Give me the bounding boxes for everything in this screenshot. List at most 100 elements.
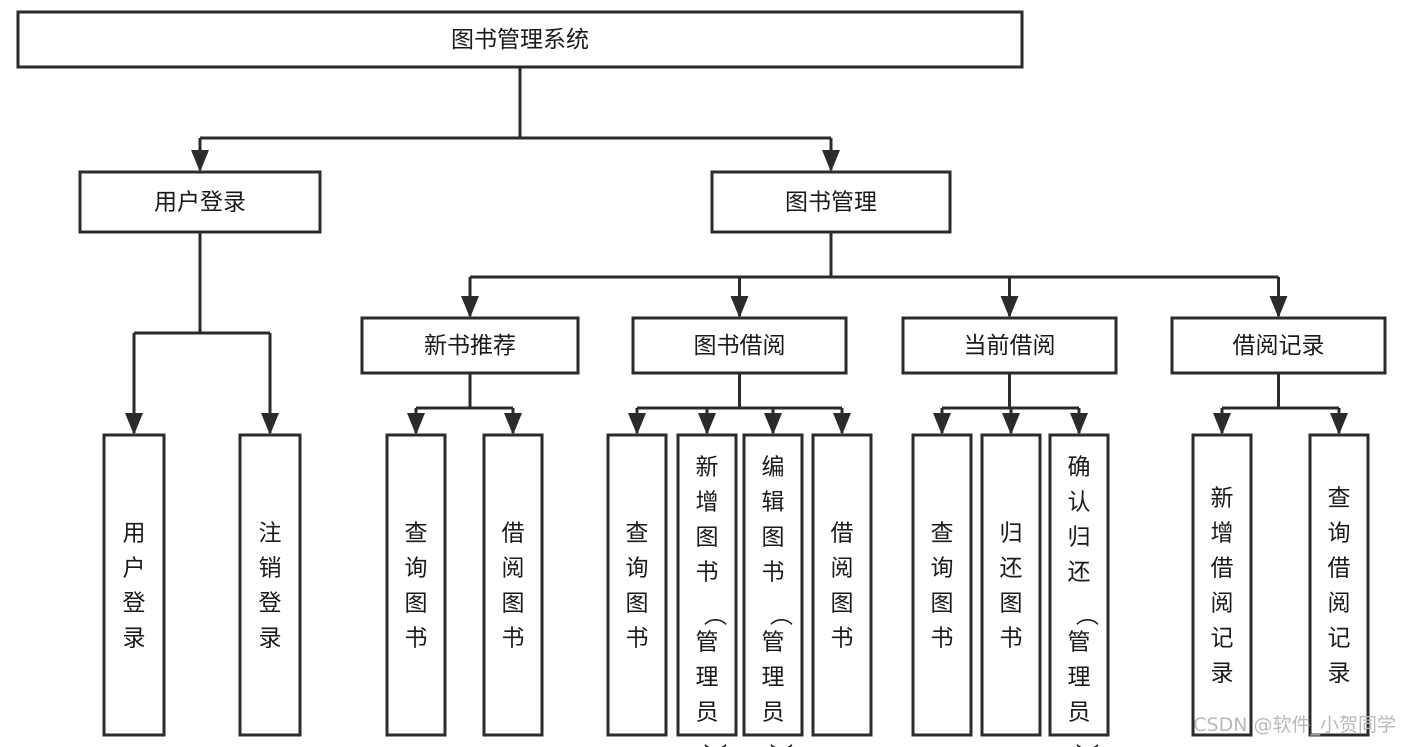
node-leaf-confirm-return-label-char: 理 [1068, 665, 1091, 691]
node-leaf-edit-book-label-char: ） [767, 743, 793, 747]
arrow-to-leaf-confirm-return [1070, 413, 1088, 435]
arrow-to-leaf-borrow-book [833, 413, 851, 435]
node-book-borrow[interactable]: 图书借阅 [631, 316, 848, 375]
node-book-manage[interactable]: 图书管理 [710, 170, 952, 234]
node-borrow-record-box[interactable] [1170, 316, 1387, 375]
node-leaf-query-book-new-label-char: 查 [405, 521, 428, 547]
node-leaf-logout-box[interactable] [238, 433, 302, 737]
node-leaf-borrow-book-label-char: 阅 [831, 556, 854, 582]
node-leaf-confirm-return-box[interactable] [1048, 433, 1110, 737]
node-leaf-user-login-label-char: 用 [123, 521, 146, 547]
node-leaf-add-record-label-char: 增 [1211, 521, 1234, 547]
node-new-book-recommend-box[interactable] [360, 316, 580, 375]
node-leaf-confirm-return-label-char: 还 [1068, 560, 1091, 586]
node-leaf-add-record-label-char: 新 [1211, 486, 1234, 512]
node-leaf-query-record-label-char: 借 [1328, 556, 1351, 582]
node-leaf-borrow-book-new-label-char: 图 [502, 591, 525, 617]
node-leaf-query-book-current-label-char: 图 [931, 591, 954, 617]
node-leaf-add-book-label-char: 新 [696, 455, 719, 481]
node-leaf-borrow-book-label-char: 图 [831, 591, 854, 617]
node-leaf-edit-book-label-char: 辑 [762, 490, 785, 516]
node-leaf-query-book-borrow-label-char: 询 [626, 556, 649, 582]
node-leaf-query-book-borrow-label-char: 图 [626, 591, 649, 617]
arrow-to-level3-3 [1269, 296, 1288, 318]
node-leaf-return-book-box[interactable] [980, 433, 1042, 737]
node-leaf-user-login-label-char: 户 [123, 556, 146, 582]
node-leaf-user-login-box[interactable] [102, 433, 166, 737]
node-leaf-add-record-label-char: 阅 [1211, 591, 1234, 617]
node-leaf-query-record-box[interactable] [1308, 433, 1370, 737]
node-new-book-recommend-label: 新书推荐 [424, 333, 516, 359]
node-book-manage-box[interactable] [710, 170, 952, 234]
node-leaf-confirm-return-label-char: 管 [1068, 630, 1091, 656]
node-borrow-record[interactable]: 借阅记录 [1170, 316, 1387, 375]
node-user-login-label: 用户登录 [154, 190, 246, 216]
arrow-to-leaf-borrow-book-new [504, 413, 522, 435]
node-leaf-add-book-label-char: 图 [696, 525, 719, 551]
arrow-to-level3-0 [461, 296, 479, 318]
node-leaf-add-book-label-char: 理 [696, 665, 719, 691]
node-leaf-edit-book-box[interactable] [742, 433, 804, 737]
node-leaf-add-book-label-char: 管 [696, 630, 719, 656]
node-leaf-query-book-current-box[interactable] [911, 433, 973, 737]
node-leaf-query-book-new-box[interactable] [385, 433, 447, 737]
node-leaf-confirm-return-label-char: （ [1073, 603, 1099, 626]
node-root-box[interactable] [16, 10, 1024, 69]
node-current-borrow-box[interactable] [901, 316, 1118, 375]
node-leaf-borrow-book-box[interactable] [811, 433, 873, 737]
arrow-to-leaf-query-book-new [407, 413, 425, 435]
node-leaf-confirm-return-label-char: ） [1073, 743, 1099, 747]
node-root[interactable]: 图书管理系统 [16, 10, 1024, 69]
node-book-borrow-box[interactable] [631, 316, 848, 375]
arrow-to-leaf-query-book-borrow [628, 413, 646, 435]
node-leaf-logout-label-char: 注 [259, 521, 282, 547]
node-leaf-add-record-box[interactable] [1191, 433, 1253, 737]
node-leaf-add-book-label-char: 员 [696, 700, 719, 726]
arrow-to-leaf-user-login [125, 413, 143, 435]
arrow-to-leaf-return-book [1002, 413, 1020, 435]
node-root-label: 图书管理系统 [451, 27, 589, 53]
node-leaf-query-book-borrow-box[interactable] [606, 433, 668, 737]
node-leaf-user-login[interactable]: 用户登录 [102, 433, 166, 737]
node-leaf-confirm-return-label-char: 归 [1068, 525, 1091, 551]
node-leaf-query-record-label-char: 记 [1328, 626, 1351, 652]
node-leaf-edit-book-label-char: （ [767, 603, 793, 626]
node-leaf-borrow-book-label-char: 借 [831, 521, 854, 547]
connectors-layer [125, 67, 1348, 435]
node-leaf-borrow-book-new-label-char: 阅 [502, 556, 525, 582]
node-user-login[interactable]: 用户登录 [78, 170, 322, 234]
node-leaf-edit-book-label-char: 图 [762, 525, 785, 551]
node-leaf-return-book-label-char: 图 [1000, 591, 1023, 617]
node-leaf-borrow-book-new-box[interactable] [482, 433, 544, 737]
arrow-to-leaf-edit-book [764, 413, 782, 435]
node-leaf-add-book-box[interactable] [676, 433, 738, 737]
node-leaf-add-book-label-char: ） [701, 743, 727, 747]
node-new-book-recommend[interactable]: 新书推荐 [360, 316, 580, 375]
node-leaf-edit-book-label-char: 书 [762, 560, 785, 586]
node-leaf-query-book-current-label-char: 查 [931, 521, 954, 547]
node-current-borrow[interactable]: 当前借阅 [901, 316, 1118, 375]
node-leaf-query-book-new-label-char: 书 [405, 626, 428, 652]
node-leaf-add-record-label-char: 记 [1211, 626, 1234, 652]
arrow-to-level2-0 [191, 150, 209, 172]
arrow-to-level2-1 [822, 150, 840, 172]
node-user-login-box[interactable] [78, 170, 322, 234]
node-leaf-edit-book-label-char: 员 [762, 700, 785, 726]
node-leaf-query-book-current-label-char: 书 [931, 626, 954, 652]
node-leaf-user-login-label-char: 登 [123, 591, 146, 617]
node-leaf-edit-book-label-char: 理 [762, 665, 785, 691]
node-leaf-borrow-book-new-label-char: 借 [502, 521, 525, 547]
